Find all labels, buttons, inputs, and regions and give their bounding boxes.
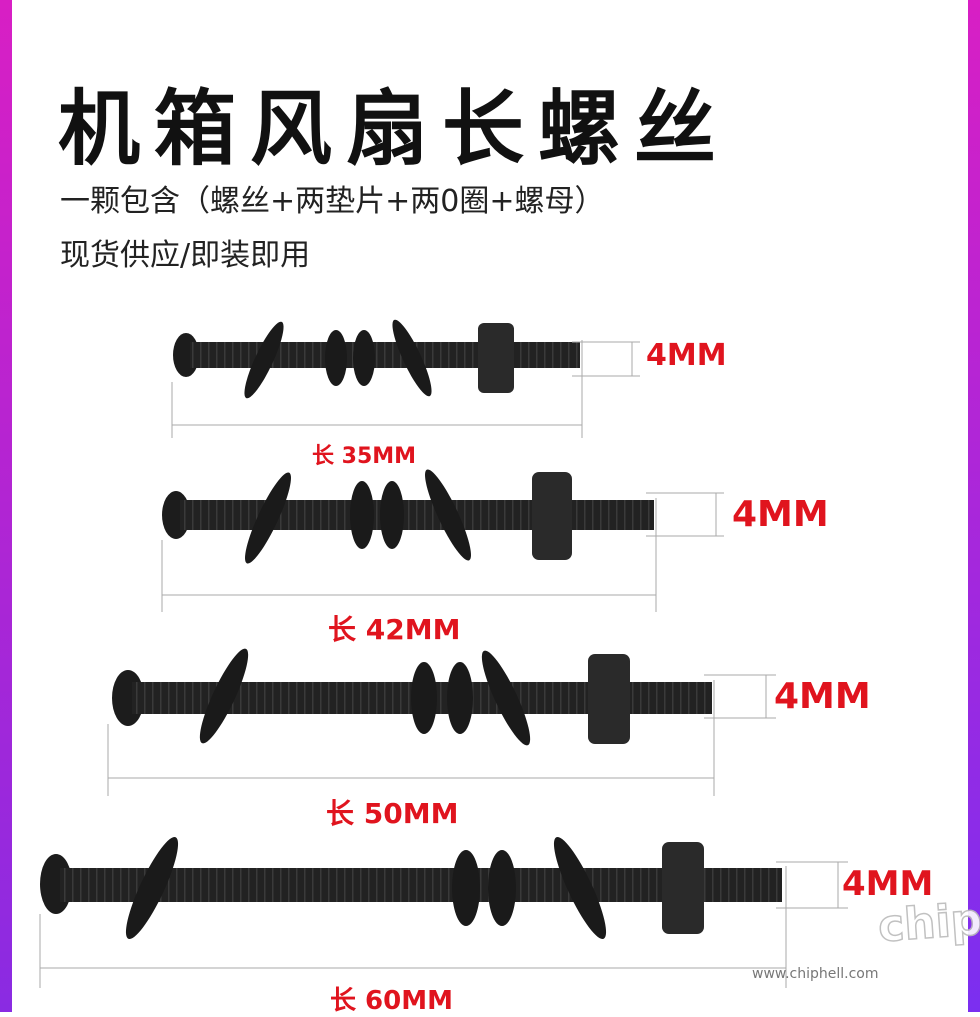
length-label-50mm: 长 50MM: [326, 797, 459, 830]
availability-text: 现货供应/即装即用: [60, 238, 311, 273]
product-title: 机箱风扇长螺丝: [58, 82, 731, 177]
chiphell-logo-watermark: chip hell: [876, 886, 980, 953]
diameter-label-35mm: 4MM: [646, 338, 727, 373]
diameter-label-42mm: 4MM: [732, 494, 829, 535]
length-label-42mm: 长 42MM: [328, 613, 461, 646]
screw-42mm: [161, 469, 724, 612]
diameter-label-60mm: 4MM: [842, 864, 934, 904]
length-label-35mm: 长 35MM: [312, 444, 417, 469]
right-gradient-border: [968, 0, 980, 1012]
screw-35mm: [171, 319, 640, 438]
diameter-label-50mm: 4MM: [774, 676, 871, 717]
watermark-url: www.chiphell.com: [752, 966, 879, 982]
screw-60mm: [39, 836, 848, 988]
length-label-60mm: 长 60MM: [330, 986, 453, 1016]
package-contents-text: 一颗包含（螺丝+两垫片+两0圈+螺母）: [60, 184, 605, 219]
left-gradient-border: [0, 0, 12, 1012]
screw-50mm: [107, 648, 776, 796]
